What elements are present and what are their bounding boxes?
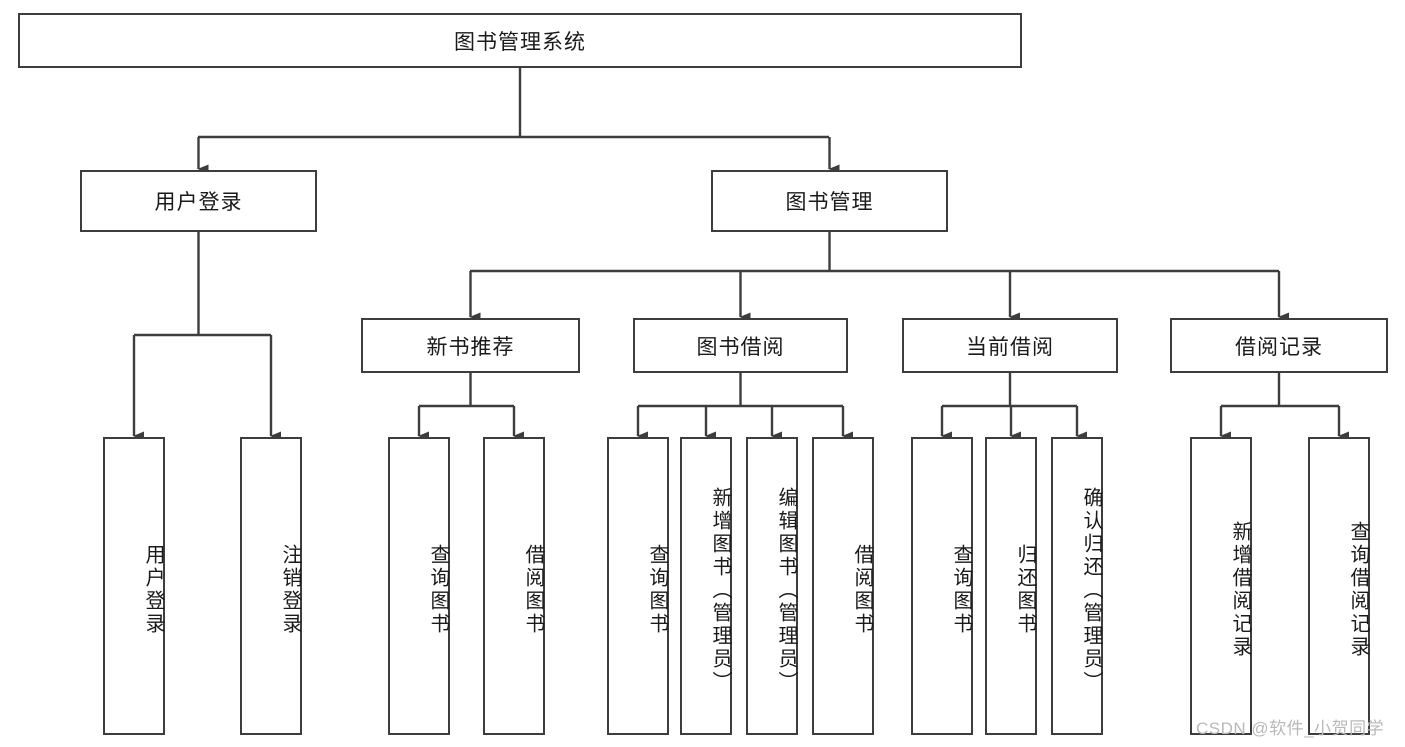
node-label: 查询图书 <box>950 544 972 636</box>
node-leaf1[interactable]: 用户登录 <box>103 437 165 735</box>
node-label: 图书管理 <box>785 191 874 214</box>
node-label: 借阅图书 <box>851 544 873 636</box>
node-label: 注销登录 <box>279 544 301 636</box>
node-login[interactable]: 用户登录 <box>80 170 317 232</box>
node-leaf4[interactable]: 借阅图书 <box>483 437 545 735</box>
edges <box>132 68 1349 441</box>
node-label: 编辑图书（管理员） <box>775 486 797 694</box>
node-label: 借阅记录 <box>1235 335 1323 359</box>
node-root[interactable]: 图书管理系统 <box>18 13 1022 68</box>
node-leaf6[interactable]: 新增图书（管理员） <box>680 437 732 735</box>
node-label: 查询图书 <box>427 544 449 636</box>
node-label: 图书管理系统 <box>454 30 586 54</box>
node-leaf11[interactable]: 确认归还（管理员） <box>1051 437 1103 735</box>
node-records[interactable]: 借阅记录 <box>1170 318 1388 373</box>
node-label: 新增图书（管理员） <box>709 486 731 694</box>
node-leaf7[interactable]: 编辑图书（管理员） <box>746 437 798 735</box>
node-current[interactable]: 当前借阅 <box>902 318 1118 373</box>
node-leaf13[interactable]: 查询借阅记录 <box>1308 437 1370 735</box>
node-label: 图书借阅 <box>696 335 785 359</box>
node-label: 查询图书 <box>646 544 668 636</box>
node-label: 新增借阅记录 <box>1229 521 1251 659</box>
node-newbook[interactable]: 新书推荐 <box>361 318 580 373</box>
node-label: 当前借阅 <box>966 335 1054 359</box>
node-leaf9[interactable]: 查询图书 <box>911 437 973 735</box>
node-label: 新书推荐 <box>426 335 515 359</box>
node-leaf5[interactable]: 查询图书 <box>607 437 669 735</box>
node-label: 借阅图书 <box>522 544 544 636</box>
node-leaf10[interactable]: 归还图书 <box>985 437 1037 735</box>
node-label: 用户登录 <box>154 191 243 214</box>
node-label: 用户登录 <box>142 544 164 636</box>
node-label: 归还图书 <box>1014 544 1036 636</box>
node-label: 查询借阅记录 <box>1347 521 1369 659</box>
node-leaf2[interactable]: 注销登录 <box>240 437 302 735</box>
node-leaf8[interactable]: 借阅图书 <box>812 437 874 735</box>
node-bookmgmt[interactable]: 图书管理 <box>711 170 948 232</box>
node-leaf12[interactable]: 新增借阅记录 <box>1190 437 1252 735</box>
node-label: 确认归还（管理员） <box>1080 486 1102 694</box>
node-leaf3[interactable]: 查询图书 <box>388 437 450 735</box>
node-borrow[interactable]: 图书借阅 <box>633 318 848 373</box>
